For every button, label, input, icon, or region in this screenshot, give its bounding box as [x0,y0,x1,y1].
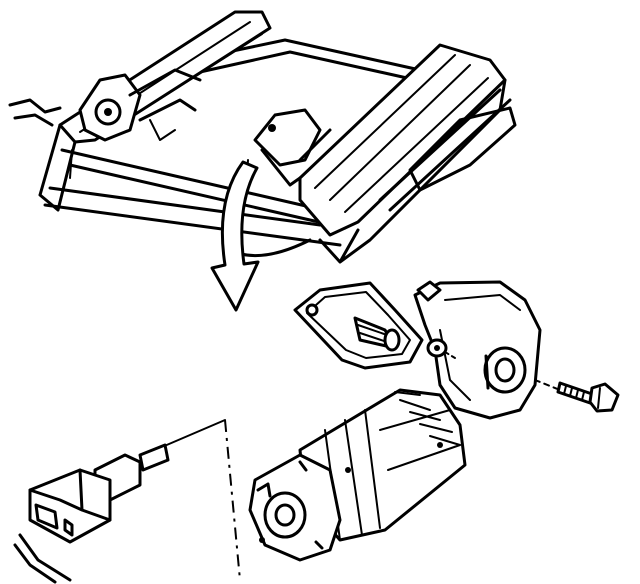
cable-end [8,98,62,127]
electrical-connector [13,419,241,584]
gear-box [413,280,542,420]
removal-direction-arrow [210,160,260,312]
mounting-bolt [534,379,620,413]
motor-armature-housing [248,388,467,562]
connector-wires [13,533,72,584]
seat-adjuster-frame [8,10,517,264]
drive-shaft [353,316,401,352]
connector-leader-line [224,419,241,581]
crossbar [60,148,347,230]
center-bracket [253,108,322,167]
